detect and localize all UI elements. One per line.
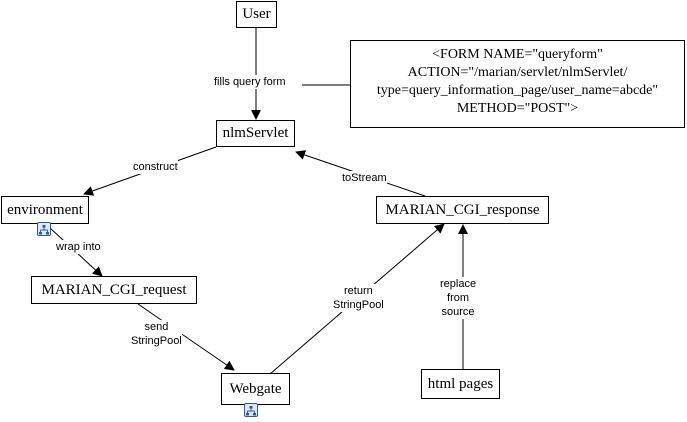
- note-line: <FORM NAME="queryform": [432, 47, 603, 62]
- hierarchy-icon: [37, 222, 51, 236]
- node-marian-cgi-request[interactable]: MARIAN_CGI_request: [31, 276, 197, 304]
- edge-label-line: return: [344, 285, 373, 297]
- node-webgate[interactable]: Webgate: [221, 373, 290, 405]
- edge-label-line: replace: [440, 278, 477, 290]
- edge-label-construct: construct: [133, 160, 178, 174]
- edge-label-line: StringPool: [131, 335, 182, 347]
- edge-label-replace-from-source: replace from source: [440, 277, 477, 319]
- note-line: type=query_information_page/user_name=ab…: [376, 83, 659, 98]
- form-code-note: <FORM NAME="queryform" ACTION="/marian/s…: [350, 40, 685, 128]
- node-user[interactable]: User: [236, 1, 277, 28]
- hierarchy-icon: [244, 403, 258, 417]
- edge-label-send-stringpool: send StringPool: [131, 320, 182, 348]
- edge-request-to-webgate: [137, 303, 235, 371]
- edge-label-line: from: [447, 292, 470, 304]
- edge-label-line: send: [144, 321, 169, 333]
- edge-label-return-stringpool: return StringPool: [333, 284, 384, 312]
- note-line: METHOD="POST">: [456, 101, 579, 116]
- edge-label-line: source: [441, 306, 475, 318]
- node-nlmservlet[interactable]: nlmServlet: [216, 120, 295, 147]
- node-marian-cgi-response[interactable]: MARIAN_CGI_response: [376, 196, 549, 224]
- edge-label-tostream: toStream: [342, 171, 387, 185]
- node-environment[interactable]: environment: [1, 196, 89, 224]
- edge-label-wrap-into: wrap into: [56, 240, 101, 254]
- node-html-pages[interactable]: html pages: [421, 369, 500, 399]
- edge-label-fills-query-form: fills query form: [214, 75, 286, 89]
- note-line: ACTION="/marian/servlet/nlmServlet/: [407, 65, 628, 80]
- edge-label-line: StringPool: [333, 299, 384, 311]
